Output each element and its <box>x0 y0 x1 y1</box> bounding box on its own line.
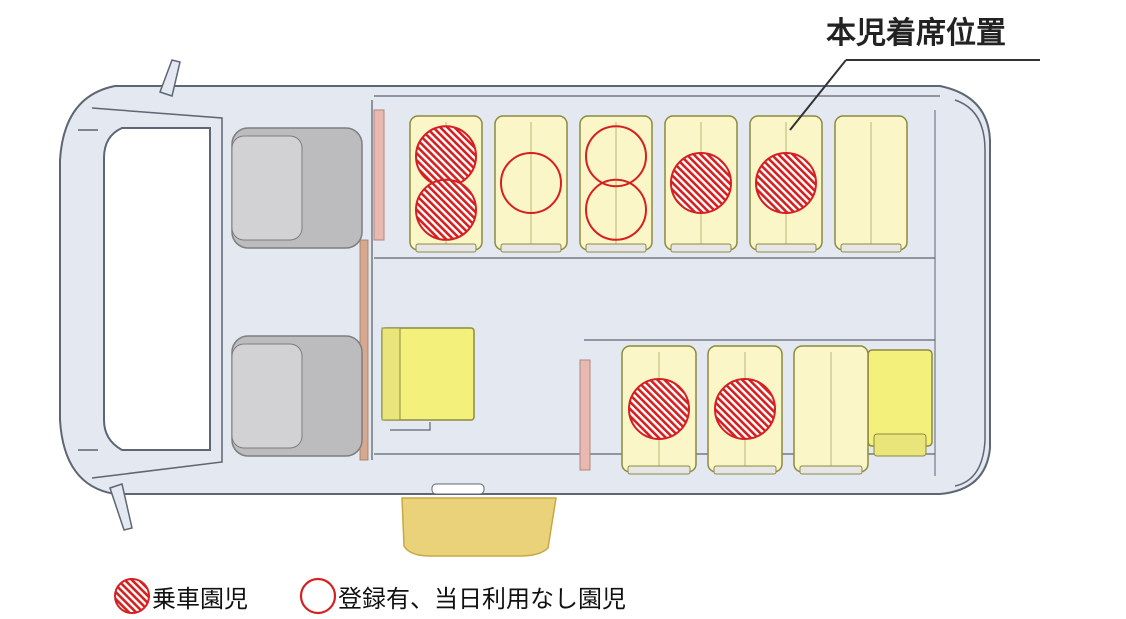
partition-rear <box>579 359 591 471</box>
hatched-circle-icon <box>114 578 150 614</box>
folding-seat <box>381 327 475 431</box>
legend-label-riding: 乗車園児 <box>152 584 248 613</box>
legend-item-not-riding: 登録有、当日利用なし園児 <box>298 577 626 615</box>
windshield <box>103 127 211 451</box>
riding-child-marker <box>714 378 776 440</box>
seat-lower-3 <box>793 345 869 475</box>
seat-upper-5 <box>749 115 823 253</box>
rear-jump-seat <box>867 349 933 457</box>
upper-seat-row <box>409 115 908 253</box>
driver-seat <box>231 127 363 249</box>
riding-child-marker <box>415 178 477 241</box>
registered-absent-marker <box>585 125 647 188</box>
side-mirrors <box>109 59 181 531</box>
sliding-door <box>401 497 557 557</box>
front-seats <box>231 127 363 457</box>
callout: 本児着席位置 <box>789 16 1040 131</box>
open-circle-icon <box>299 577 337 615</box>
riding-child-marker <box>755 152 817 214</box>
riding-child-marker <box>628 378 690 440</box>
lower-seat-row <box>621 345 869 475</box>
registered-absent-marker <box>500 152 562 214</box>
partition <box>373 109 385 241</box>
callout-label: 本児着席位置 <box>826 16 1006 51</box>
legend-item-riding: 乗車園児 <box>112 578 248 614</box>
registered-absent-marker <box>585 178 647 241</box>
riding-child-marker <box>415 125 477 188</box>
seat-upper-4 <box>664 115 738 253</box>
seat-upper-3 <box>579 115 653 253</box>
seat-lower-1 <box>621 345 697 475</box>
riding-child-marker <box>670 152 732 214</box>
seat-upper-1 <box>409 115 483 253</box>
seat-upper-6 <box>834 115 908 253</box>
door-handle <box>431 483 485 495</box>
passenger-seat <box>231 335 363 457</box>
seat-upper-2 <box>494 115 568 253</box>
legend-label-not-riding: 登録有、当日利用なし園児 <box>338 584 626 613</box>
seat-lower-2 <box>707 345 783 475</box>
